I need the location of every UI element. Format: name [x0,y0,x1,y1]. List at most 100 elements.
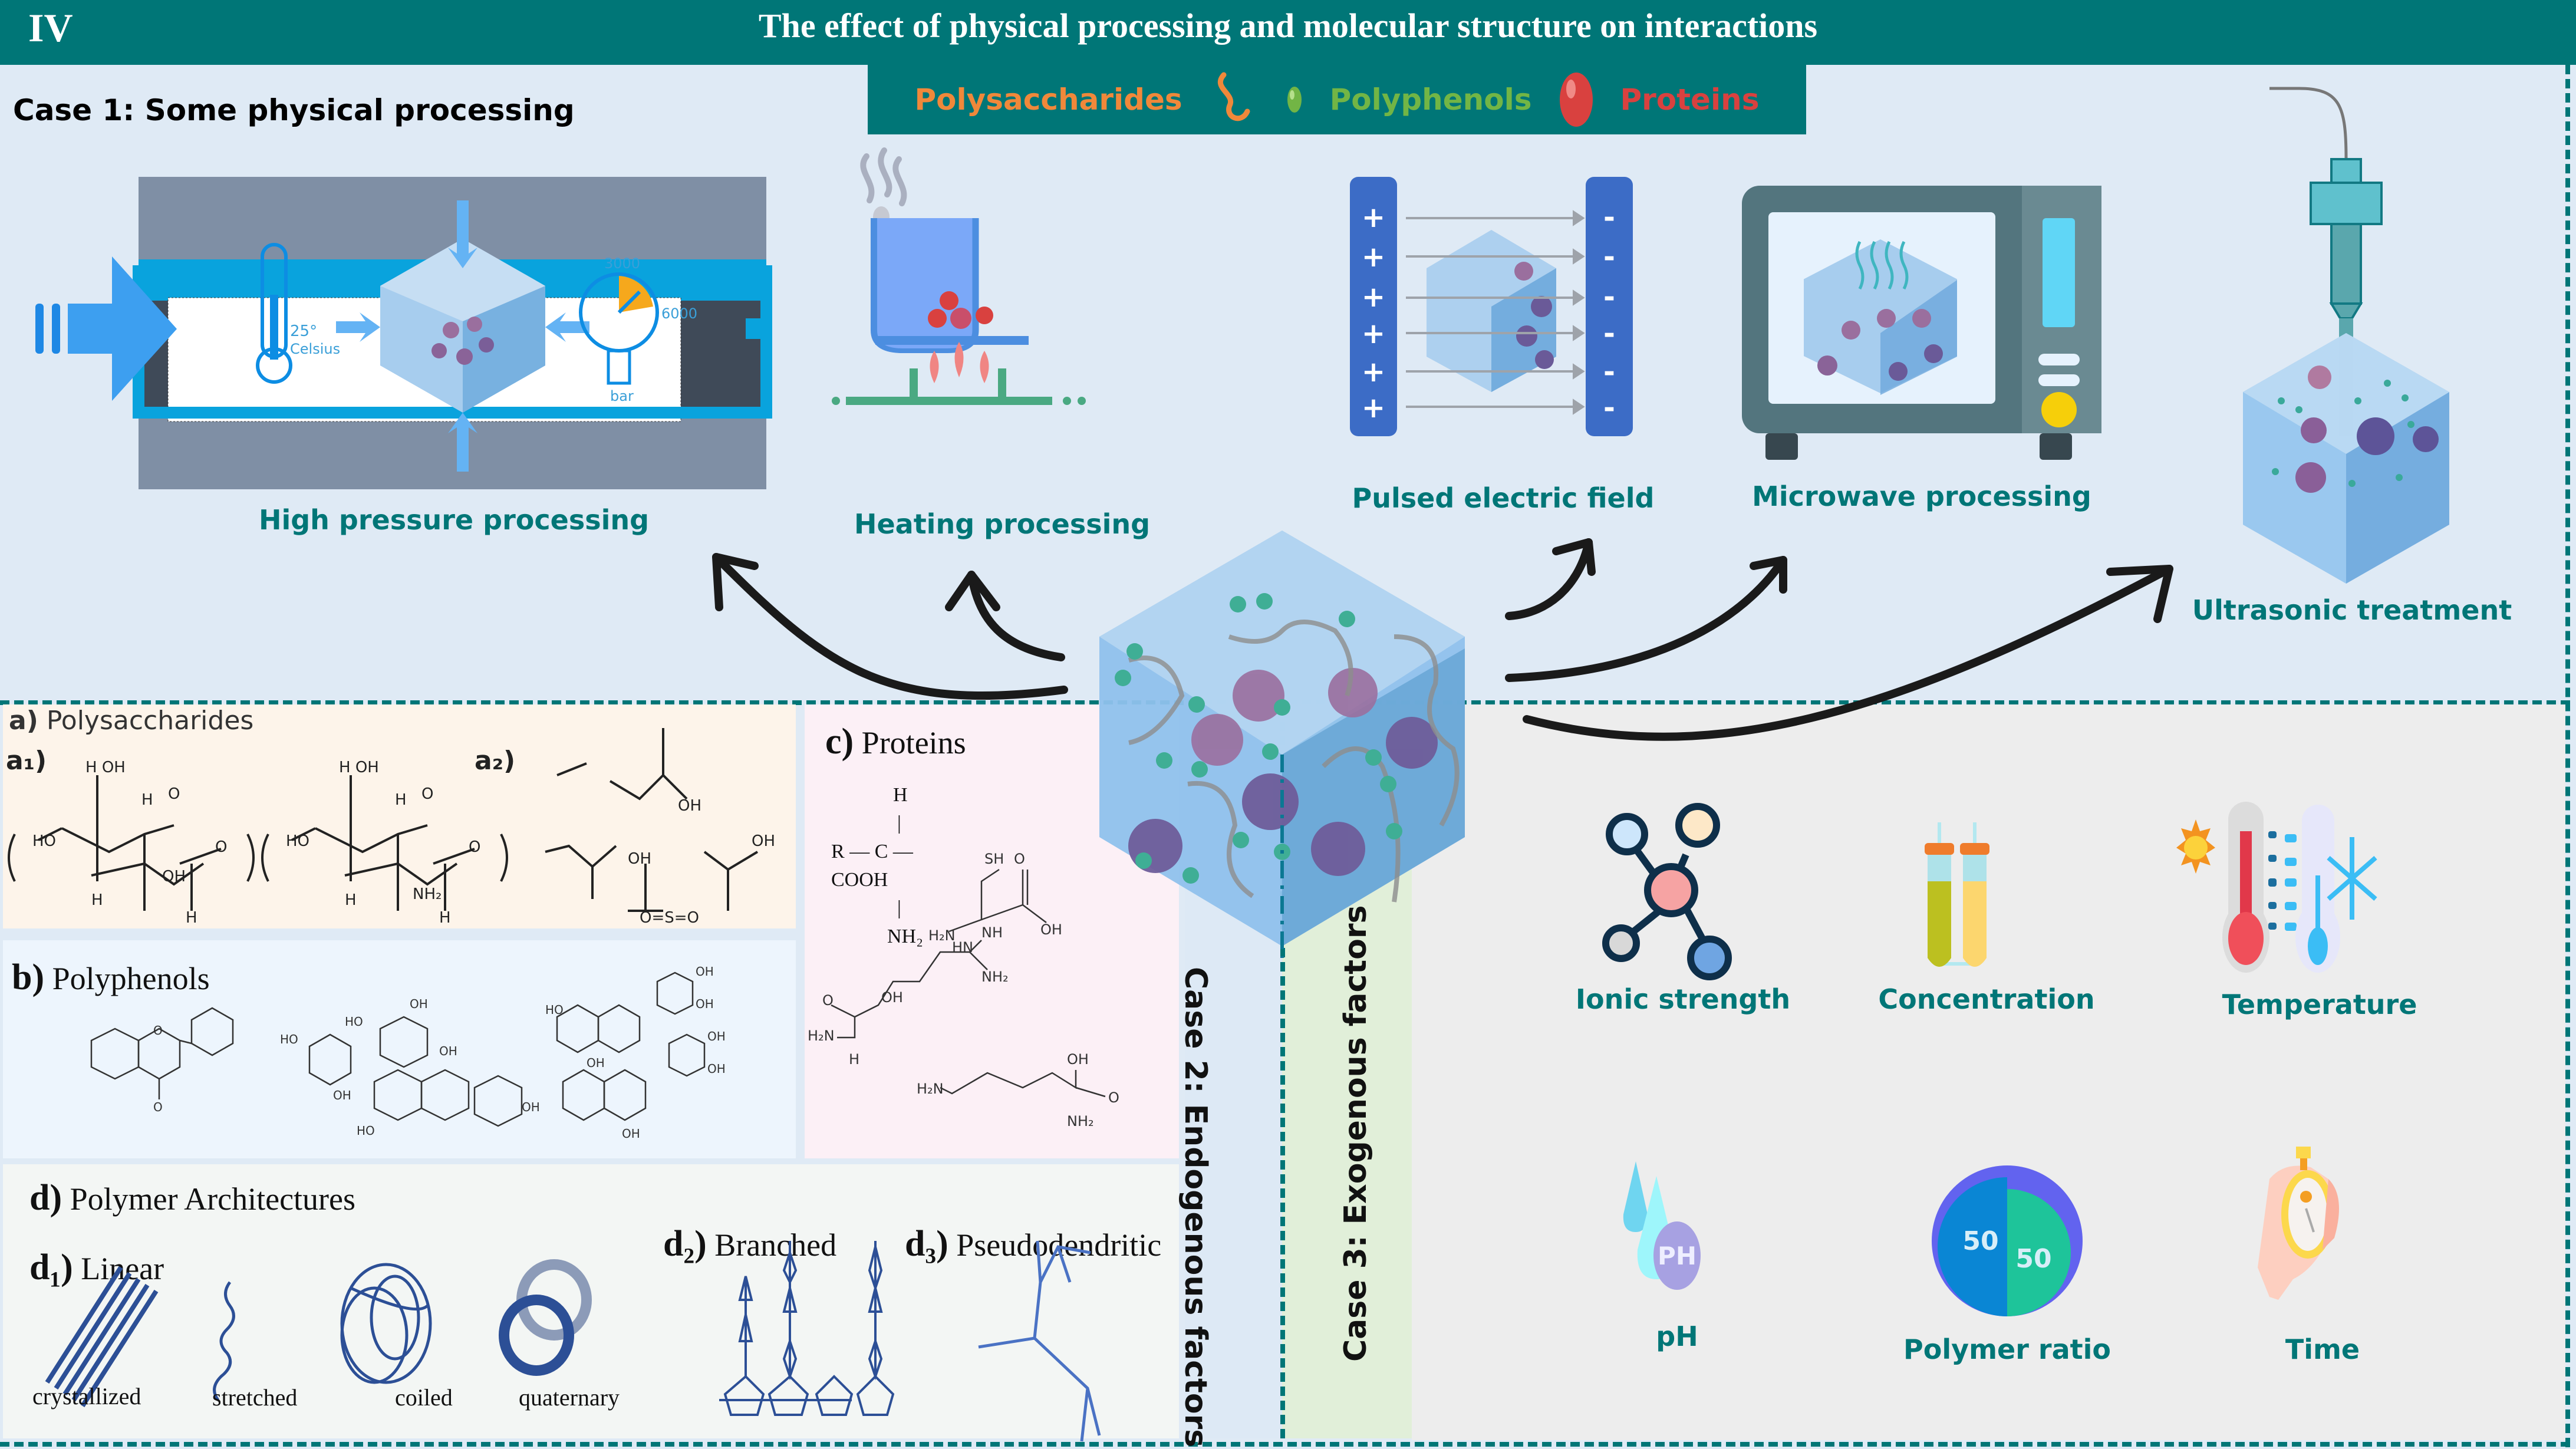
svg-text:H OH: H OH [339,759,379,776]
plus-sign: + [1362,201,1385,234]
coiled-polymer-icon [340,1263,432,1384]
pressure-chamber-icon: 25° Celsius 3000 6000 bar [35,177,772,489]
subtitle-pseudodendritic: d₃) Pseudodendritic [905,1224,1162,1264]
svg-text:NH₂: NH₂ [413,885,442,903]
right-border [2565,65,2570,1447]
panel-title-polymer: d) Polymer Architectures [29,1178,356,1218]
plus-sign: + [1362,281,1385,314]
sub-label-a1: a₁) [6,746,47,776]
svg-text:HO: HO [357,1124,375,1138]
svg-text:H: H [141,791,153,809]
svg-text:OH: OH [1067,1051,1089,1068]
svg-text:SH: SH [984,851,1004,867]
bottom-border [0,1442,2570,1447]
minus-sign: - [1603,317,1615,350]
amino-acid-general-formula: H | R — C — COOH | NH₂ [831,784,923,947]
process-label-heating: Heating processing [854,508,1151,540]
svg-text:OH: OH [410,997,428,1011]
svg-text:H: H [186,909,197,927]
factor-label-ionic-strength: Ionic strength [1575,983,1791,1015]
arrow-to-pulsed-electric-field [1505,538,1593,620]
pseudodendritic-polymer-icon [978,1240,1101,1442]
svg-text:HO: HO [280,1032,298,1046]
process-label-ultrasonic: Ultrasonic treatment [2192,594,2512,626]
process-label-high-pressure: High pressure processing [258,504,650,536]
temperature-value: 25° [290,322,317,340]
stopwatch-hand-icon [2258,1147,2339,1300]
sub-label-a2: a₂) [475,746,516,776]
central-cube-icon [1099,531,1465,958]
form-label-stretched: stretched [212,1384,298,1411]
minus-sign: - [1603,241,1615,274]
panel-title-polyphenols: b) Polyphenols [12,957,210,997]
ph-drops-icon: PH [1623,1161,1701,1290]
svg-text:OH: OH [622,1127,640,1141]
plus-sign: + [1362,241,1385,274]
heating-pot-icon [832,147,1086,405]
arrow-to-heating [967,571,1065,661]
plus-sign: + [1362,391,1385,424]
panel-title-proteins: c) Proteins [825,722,966,762]
svg-text:OH: OH [522,1100,540,1114]
svg-text:O=S=O: O=S=O [640,909,699,927]
gauge-mark-3000: 3000 [604,255,640,272]
factor-label-time: Time [2285,1333,2360,1365]
svg-text:HO: HO [286,832,309,850]
svg-text:HO: HO [545,1003,564,1017]
minus-sign: - [1603,281,1615,314]
svg-text:H₂N: H₂N [917,1081,944,1097]
section-number: IV [28,5,73,50]
minus-sign: - [1603,201,1615,234]
svg-text:O: O [168,785,180,803]
molecule-icon [1602,803,1732,980]
factor-label-temperature: Temperature [2222,989,2417,1020]
svg-text:H₂N: H₂N [808,1028,835,1044]
svg-text:OH: OH [752,832,775,850]
form-label-crystallized: crystallized [32,1383,141,1410]
panel-title-polysaccharides: a) Polysaccharides [9,706,254,736]
arrow-to-high-pressure [712,553,1068,700]
svg-text:NH: NH [981,924,1003,941]
svg-text:H: H [91,891,103,909]
panel-letter-d: d) [29,1178,62,1218]
svg-text:OH: OH [1040,921,1062,938]
svg-text:HO: HO [345,1015,363,1029]
svg-text:H: H [345,891,357,909]
quaternary-polymer-icon [499,1259,592,1376]
panel-exogenous-factors [1412,704,2565,1440]
svg-text:OH: OH [707,1062,726,1076]
electrode-plates-icon: + + + + + + - - - - - - [1350,177,1633,436]
svg-text:H: H [395,791,407,809]
page-title: The effect of physical processing and mo… [758,6,1818,45]
arrow-to-ultrasonic [1523,565,2173,741]
svg-text:OH: OH [162,868,186,885]
panel-polymer-architectures: d) Polymer Architectures d₁) Linear d₂) … [3,1164,1179,1442]
legend-label-polyphenols: Polyphenols [1329,83,1532,117]
svg-text:H₂N: H₂N [928,927,956,944]
crystallized-polymer-icon [45,1266,159,1408]
form-label-coiled: coiled [395,1384,453,1411]
svg-text:OH: OH [333,1088,351,1102]
plus-sign: + [1362,355,1385,388]
microwave-oven-icon [1742,186,2101,460]
process-label-microwave: Microwave processing [1752,480,2091,512]
form-label-quaternary: quaternary [519,1384,620,1411]
case1-title: Case 1: Some physical processing [13,93,575,127]
protein-sphere-icon [1559,73,1593,127]
svg-text:OH: OH [696,997,714,1011]
polyphenol-sphere-icon [1287,87,1302,113]
svg-text:H OH: H OH [85,759,126,776]
stretched-polymer-icon [213,1281,235,1401]
legend: Polysaccharides Polyphenols Proteins [868,65,1806,134]
legend-label-polysaccharides: Polysaccharides [914,83,1182,117]
panel-letter-a: a) [9,706,38,736]
ratio-value-left: 50 [1962,1226,1998,1256]
polymer-architecture-drawings [45,1240,1101,1442]
ultrasonic-probe-icon [2243,87,2449,584]
svg-text:OH: OH [587,1056,605,1070]
